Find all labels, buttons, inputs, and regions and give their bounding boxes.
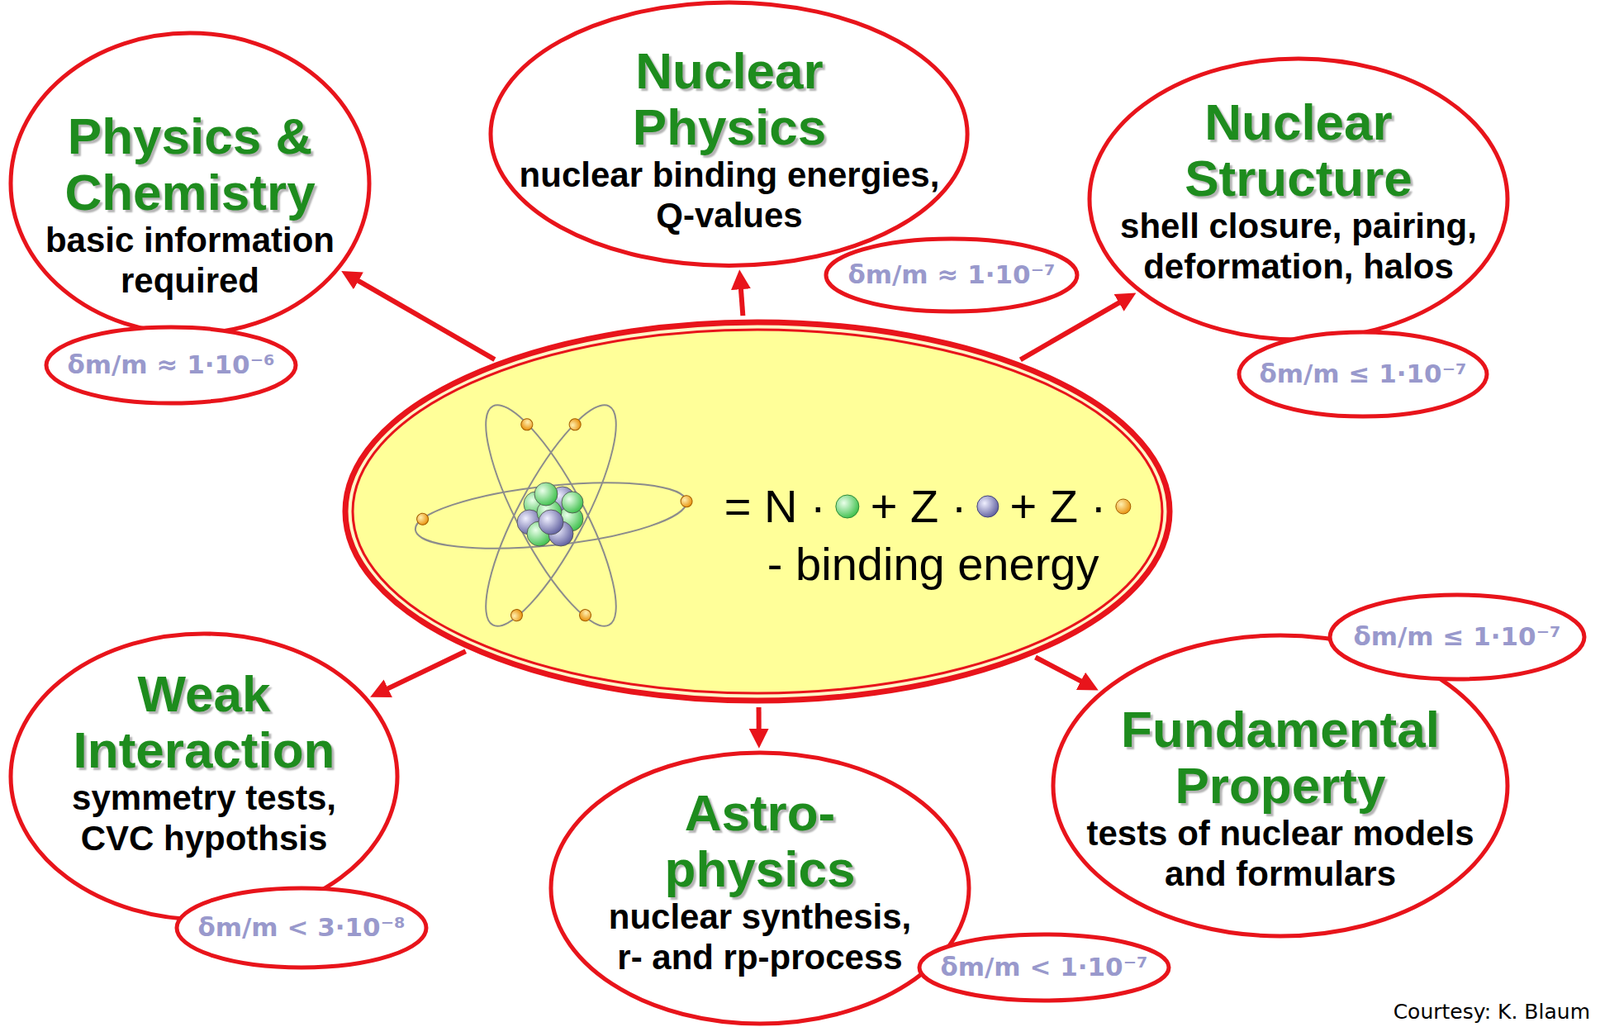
nucleus <box>517 482 584 546</box>
formula-term: + Z · <box>870 477 968 536</box>
precision-badge: δm/m < 3·10⁻⁸ <box>174 885 429 970</box>
credit-note: Courtesy: K. Blaum <box>1393 999 1591 1025</box>
node-content: Nuclear Structureshell closure, pairing,… <box>1112 94 1485 287</box>
ellipse-ring <box>10 33 370 334</box>
arrow-connector <box>740 283 743 316</box>
precision-badge: δm/m ≈ 1·10⁻⁷ <box>823 236 1080 314</box>
node-content: = N · + Z · + Z ·- binding energy <box>724 477 1143 594</box>
precision-value: δm/m < 3·10⁻⁸ <box>197 911 405 943</box>
ellipse-ring <box>550 752 969 1024</box>
ellipse-ring <box>345 322 1170 701</box>
precision-badge: δm/m ≈ 1·10⁻⁶ <box>43 324 299 406</box>
topic-title: Physics & Chemistry <box>41 108 339 221</box>
arrow-connector <box>1035 656 1087 684</box>
topic-title: Astro- physics <box>644 784 876 898</box>
ellipse-ring <box>10 633 398 920</box>
ellipse-ring <box>490 2 968 266</box>
atom-illustration <box>410 391 692 640</box>
ellipse-ring <box>1239 332 1487 417</box>
topic-body: shell closure, pairing, deformation, hal… <box>1112 206 1485 287</box>
particle-dot <box>835 494 860 518</box>
atom-formula-ellipse: = N · + Z · + Z ·- binding energy <box>341 318 1173 704</box>
topic-ellipse: Nuclear Physicsnuclear binding energies,… <box>488 0 970 268</box>
formula-particle <box>974 493 1000 519</box>
formula-term: + Z · <box>1009 477 1107 536</box>
precision-value: δm/m ≈ 1·10⁻⁷ <box>847 259 1055 290</box>
node-content: δm/m ≤ 1·10⁻⁷ <box>1353 621 1561 652</box>
node-content: Astro- physicsnuclear synthesis, r- and … <box>601 784 920 978</box>
particle-dot <box>976 495 998 518</box>
ellipse-ring <box>1329 594 1585 679</box>
node-content: Fundamental Propertytests of nuclear mod… <box>1077 701 1483 894</box>
ellipse-ring <box>919 934 1169 1001</box>
electron-orbits <box>412 390 690 641</box>
precision-value: δm/m ≤ 1·10⁻⁷ <box>1258 358 1467 390</box>
topic-title: Weak Interaction <box>55 665 353 779</box>
precision-value: δm/m ≤ 1·10⁻⁷ <box>1353 621 1561 652</box>
arrow-connector <box>1020 299 1125 360</box>
node-content: Weak Interactionsymmetry tests, CVC hypo… <box>55 665 353 859</box>
ellipse-ring <box>1053 635 1508 936</box>
topic-ellipse: Astro- physicsnuclear synthesis, r- and … <box>548 750 972 1026</box>
ellipse-ring <box>826 238 1078 312</box>
node-content: δm/m < 1·10⁻⁷ <box>940 951 1148 983</box>
node-content: δm/m ≈ 1·10⁻⁶ <box>66 349 275 380</box>
node-content: δm/m ≈ 1·10⁻⁷ <box>847 259 1055 290</box>
ellipse-ring <box>352 329 1163 694</box>
topic-body: symmetry tests, CVC hypothsis <box>63 778 345 859</box>
node-content: δm/m < 3·10⁻⁸ <box>197 911 405 943</box>
ellipse-ring <box>46 327 296 404</box>
particle-dot <box>1115 498 1131 514</box>
electrons <box>416 416 694 623</box>
topic-ellipse: Nuclear Structureshell closure, pairing,… <box>1087 56 1510 342</box>
topic-title: Nuclear Structure <box>1162 94 1435 207</box>
arrow-connector <box>382 650 466 691</box>
precision-badge: δm/m ≤ 1·10⁻⁷ <box>1236 329 1490 419</box>
topic-title: Fundamental Property <box>1106 701 1454 814</box>
precision-value: δm/m ≈ 1·10⁻⁶ <box>66 349 275 380</box>
topic-body: basic information required <box>24 220 356 301</box>
arrow-connector <box>756 707 762 735</box>
topic-title: Nuclear Physics <box>605 42 854 156</box>
node-content: Physics & Chemistrybasic information req… <box>24 108 356 301</box>
precision-badge: δm/m ≤ 1·10⁻⁷ <box>1327 592 1587 682</box>
formula-row: - binding energy <box>767 535 1100 594</box>
topic-body: nuclear synthesis, r- and rp-process <box>601 897 920 978</box>
precision-value: δm/m < 1·10⁻⁷ <box>940 951 1148 983</box>
node-content: Nuclear Physicsnuclear binding energies,… <box>510 42 949 236</box>
arrow-connector <box>353 277 495 360</box>
topic-ellipse: Weak Interactionsymmetry tests, CVC hypo… <box>8 631 400 922</box>
formula-term: = N · <box>724 477 827 536</box>
topic-body: nuclear binding energies, Q-values <box>510 155 949 236</box>
node-content: δm/m ≤ 1·10⁻⁷ <box>1258 358 1467 390</box>
precision-badge: δm/m < 1·10⁻⁷ <box>916 931 1172 1003</box>
topic-body: tests of nuclear models and formulars <box>1077 813 1483 894</box>
formula-particle <box>1114 497 1133 516</box>
topic-ellipse: Physics & Chemistrybasic information req… <box>8 30 372 337</box>
formula-particle <box>834 493 861 520</box>
formula-row: = N · + Z · + Z · <box>724 477 1143 536</box>
formula-term: - binding energy <box>767 535 1100 594</box>
ellipse-ring <box>176 887 427 968</box>
ellipse-ring <box>1089 58 1508 340</box>
